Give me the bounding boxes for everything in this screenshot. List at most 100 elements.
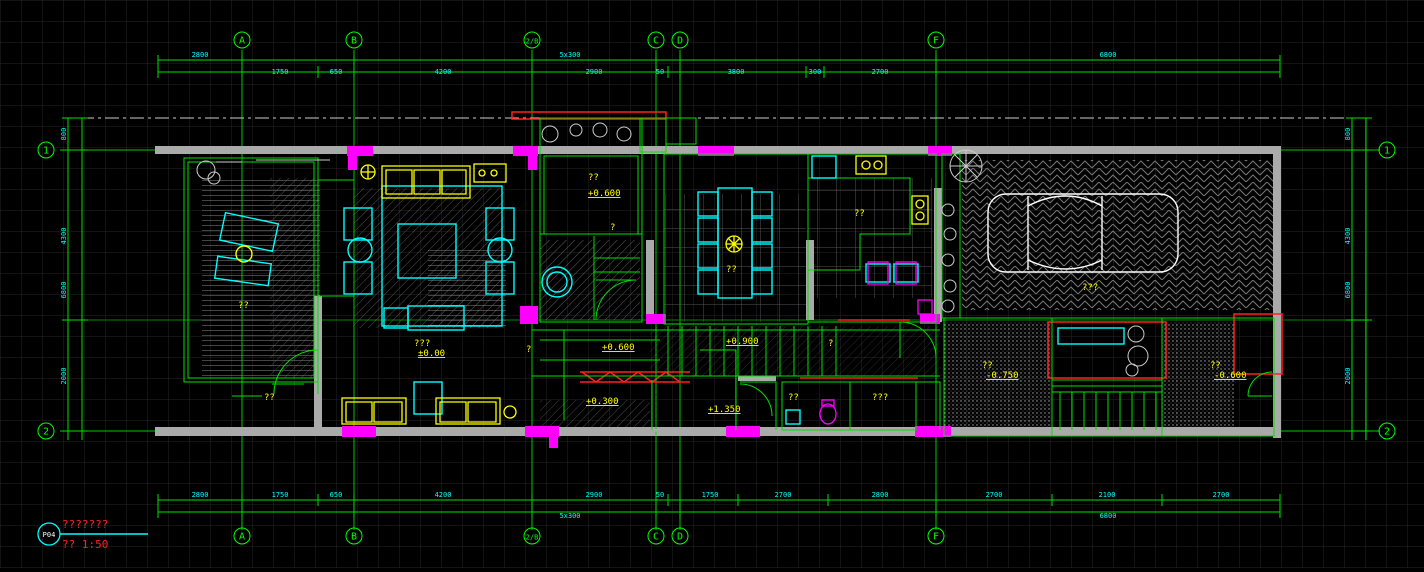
room-label-misc-2: ? bbox=[828, 339, 833, 349]
dimension-value: 4200 bbox=[435, 68, 452, 76]
dimension-value: 2800 bbox=[192, 51, 209, 59]
grid-bubble-col bbox=[671, 31, 689, 49]
dimension-value: 1750 bbox=[702, 491, 719, 499]
landscape-plants bbox=[196, 122, 1149, 377]
floor-hatches bbox=[202, 160, 1276, 432]
furniture bbox=[213, 155, 1179, 425]
grid-label-col: D bbox=[677, 36, 683, 47]
grid-label-row: 1 bbox=[1384, 146, 1390, 157]
grid-bubble-col bbox=[927, 527, 945, 545]
grid-label-col: B bbox=[351, 36, 357, 47]
room-level-yard: -0.600 bbox=[1214, 371, 1247, 381]
room-label-kitchen: ?? bbox=[854, 209, 865, 219]
dimension-value: 4300 bbox=[1344, 228, 1352, 245]
dimension-value: 2800 bbox=[872, 491, 889, 499]
grid-bubble-col bbox=[671, 527, 689, 545]
grid-label-row: 2 bbox=[43, 427, 49, 438]
room-level-patio: -0.750 bbox=[986, 371, 1019, 381]
room-level-stair-hall: +0.600 bbox=[588, 189, 621, 199]
dimension-lines bbox=[62, 55, 1372, 518]
room-label-patio: ?? bbox=[982, 361, 993, 371]
dimension-value: 50 bbox=[656, 491, 664, 499]
grid-bubble-row bbox=[1378, 422, 1396, 440]
dimension-value: 6800 bbox=[1100, 512, 1117, 520]
room-level-corridor: +0.600 bbox=[602, 343, 635, 353]
dimension-value: 2800 bbox=[192, 491, 209, 499]
dimension-value: 2700 bbox=[1213, 491, 1230, 499]
dimension-value: 2000 bbox=[1344, 368, 1352, 385]
dimension-value: 2900 bbox=[586, 68, 603, 76]
dimension-value: 800 bbox=[1344, 128, 1352, 141]
grid-bubble-col bbox=[233, 527, 251, 545]
structural-columns bbox=[342, 146, 952, 448]
dimension-value: 300 bbox=[809, 68, 822, 76]
grid-label-col: C bbox=[653, 532, 659, 543]
grid-label-col: F bbox=[933, 36, 939, 47]
room-label-yard: ?? bbox=[1210, 361, 1221, 371]
grid-label-col: 2/B bbox=[526, 38, 539, 46]
grid-bubbles: A A B B 2/B 2/B C C D D F F 1 1 2 2 bbox=[37, 31, 1396, 545]
grid-bubble-col bbox=[233, 31, 251, 49]
drawing-title: ??????? bbox=[62, 518, 108, 531]
grid-label-row: 2 bbox=[1384, 427, 1390, 438]
furniture-yellow bbox=[341, 155, 929, 425]
grid-bubble-col bbox=[927, 31, 945, 49]
room-label-stair-hall: ?? bbox=[588, 173, 599, 183]
grid-label-col: A bbox=[239, 36, 245, 47]
grid-bubble-col bbox=[647, 31, 665, 49]
dimension-value: 2000 bbox=[60, 368, 68, 385]
dimension-value: 5x300 bbox=[559, 51, 580, 59]
door-swings bbox=[232, 279, 1273, 417]
dimension-value: 1750 bbox=[272, 491, 289, 499]
room-label-misc-1: ? bbox=[610, 223, 615, 233]
room-label-garage: ??? bbox=[1082, 283, 1098, 293]
room-label-utility: ??? bbox=[872, 393, 888, 403]
room-level-landing: +1.350 bbox=[708, 405, 741, 415]
room-labels: ?? ??? ±0.00 ?? +0.600 ?? ?? ??? +0.600 … bbox=[238, 173, 1247, 415]
room-level-living: ±0.00 bbox=[418, 349, 445, 359]
dimension-value: 800 bbox=[60, 128, 68, 141]
interior-walls bbox=[183, 117, 1275, 437]
dimension-value: 2100 bbox=[1099, 491, 1116, 499]
grid-label-col: A bbox=[239, 532, 245, 543]
furniture-magenta bbox=[819, 261, 933, 425]
dimension-text: 2800 5x300 6800 1750 650 4200 2900 50 3800 300 270… bbox=[60, 51, 1352, 520]
dimension-value: 2700 bbox=[986, 491, 1003, 499]
grid-bubble-col bbox=[647, 527, 665, 545]
room-label-bath: ?? bbox=[788, 393, 799, 403]
grid-bubble-col bbox=[345, 527, 363, 545]
grid-bubble-row bbox=[1378, 141, 1396, 159]
dimension-value: 650 bbox=[330, 491, 343, 499]
dimension-value: 2700 bbox=[775, 491, 792, 499]
grid-label-row: 1 bbox=[43, 146, 49, 157]
grid-bubble-col bbox=[345, 31, 363, 49]
dimension-value: 50 bbox=[656, 68, 664, 76]
drawing-scale: ?? 1:50 bbox=[62, 538, 108, 551]
dimension-value: 4300 bbox=[60, 228, 68, 245]
grid-label-col: D bbox=[677, 532, 683, 543]
room-label-terrace: ?? bbox=[238, 301, 249, 311]
dimension-value: 6800 bbox=[60, 282, 68, 299]
red-outlines bbox=[511, 111, 1283, 383]
dimension-value: 2700 bbox=[872, 68, 889, 76]
grid-label-col: C bbox=[653, 36, 659, 47]
grid-label-col: 2/B bbox=[526, 534, 539, 542]
title-badge: P04 bbox=[43, 531, 56, 539]
dimension-value: 4200 bbox=[435, 491, 452, 499]
dimension-value: 1750 bbox=[272, 68, 289, 76]
dimension-value: 6800 bbox=[1100, 51, 1117, 59]
dimension-value: 650 bbox=[330, 68, 343, 76]
grid-label-col: F bbox=[933, 532, 939, 543]
grid-bubble-col bbox=[523, 527, 541, 545]
room-level-hall: +0.900 bbox=[726, 337, 759, 347]
room-label-dining: ?? bbox=[726, 265, 737, 275]
room-label-misc-4: ?? bbox=[264, 393, 275, 403]
dimension-value: 2900 bbox=[586, 491, 603, 499]
dimension-value: 5x300 bbox=[559, 512, 580, 520]
dimension-value: 3800 bbox=[728, 68, 745, 76]
grid-label-col: B bbox=[351, 532, 357, 543]
grid-bubble-row bbox=[37, 422, 55, 440]
room-level-stair: +0.300 bbox=[586, 397, 619, 407]
